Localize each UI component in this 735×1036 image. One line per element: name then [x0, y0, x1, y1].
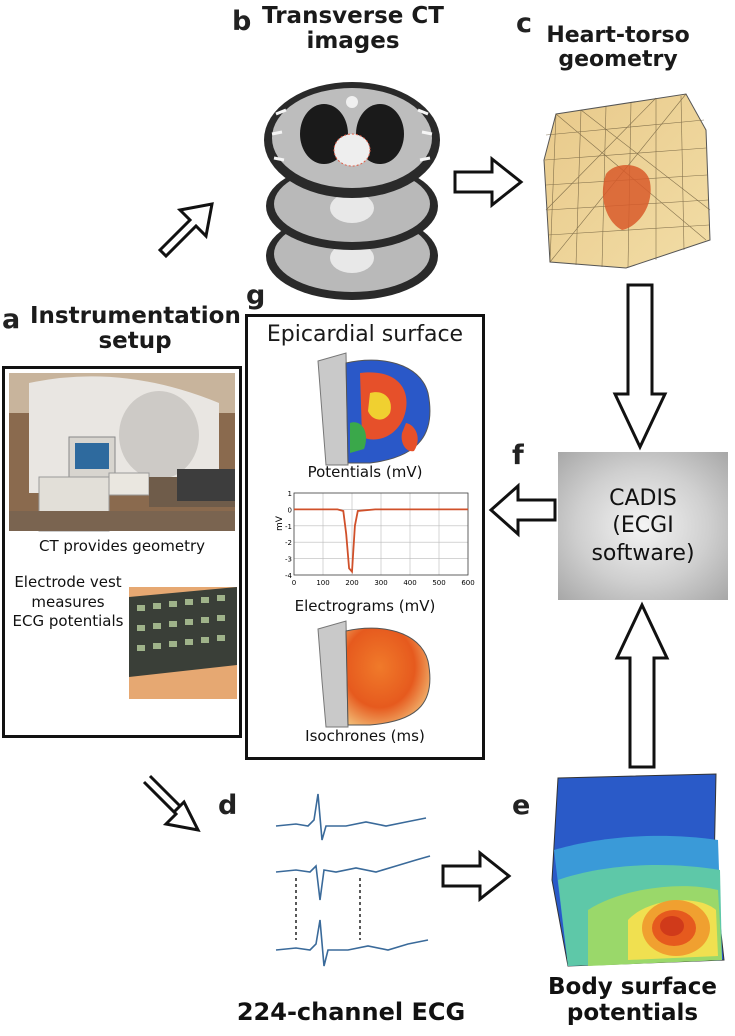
panel-g-sub2: Electrograms (mV): [294, 597, 436, 615]
ecg-traces-image: [275, 793, 431, 967]
electrogram-ytick-label: -1: [285, 523, 292, 531]
panel-e-caption: Body surface potentials: [530, 974, 735, 1027]
panel-a-title-line2: setup: [98, 328, 172, 355]
arrow-f-to-g: [488, 482, 557, 538]
panel-a-photo2-caption-line3: ECG potentials: [12, 612, 124, 630]
electrogram-xtick-label: 0: [292, 579, 296, 587]
panel-g-title: Epicardial surface: [266, 322, 464, 347]
panel-a-photo2-caption: Electrode vest measures ECG potentials: [5, 573, 131, 632]
panel-a-title: Instrumentation setup: [30, 303, 241, 355]
panel-g-box: Epicardial surface Potentials (mV) 1 0 -1 -…: [245, 314, 485, 760]
panel-letter-f: f: [512, 440, 524, 471]
ct-slice-top: [264, 82, 440, 198]
arrow-b-to-c: [453, 155, 524, 209]
cadis-line2: (ECGI: [612, 513, 674, 539]
panel-letter-a: a: [2, 304, 21, 335]
electrogram-xtick-label: 200: [345, 579, 358, 587]
epicardial-potentials-map: [317, 352, 431, 466]
panel-letter-d: d: [218, 790, 238, 821]
cadis-software-box: CADIS (ECGI software): [558, 452, 728, 600]
panel-a-photo2-caption-line1: Electrode vest: [14, 573, 122, 591]
ct-slices-image: [264, 82, 440, 300]
body-surface-potential-map: [551, 773, 725, 967]
heart-torso-mesh-image: [543, 93, 711, 269]
electrogram-xtick-label: 300: [374, 579, 387, 587]
panel-b-title-line2: images: [306, 28, 400, 55]
panel-d-caption: 224-channel ECG: [236, 998, 466, 1026]
panel-a-photo2-caption-line2: measures: [31, 592, 105, 611]
panel-b-title-line1: Transverse CT: [262, 3, 444, 29]
panel-e-caption-line2: potentials: [566, 1000, 699, 1027]
arrow-e-to-f: [614, 601, 670, 769]
panel-a-box: CT provides geometry Electrode vest meas…: [2, 366, 242, 738]
arrow-d-to-e: [441, 849, 512, 903]
electrogram-ylabel: mV: [275, 515, 285, 531]
arrow-c-to-f: [612, 283, 668, 451]
arrow-a-to-d: [142, 774, 201, 833]
panel-c-title: Heart-torso geometry: [538, 23, 698, 73]
panel-a-title-line1: Instrumentation: [30, 303, 241, 329]
electrogram-xtick-label: 500: [432, 579, 445, 587]
electrogram-trace: [294, 508, 468, 574]
panel-a-photo1-caption: CT provides geometry: [38, 537, 205, 555]
panel-letter-g: g: [246, 280, 266, 311]
electrogram-ytick-label: -3: [285, 556, 292, 564]
electrogram-ytick-label: 0: [288, 506, 292, 514]
electrogram-ytick-label: 1: [288, 490, 292, 498]
panel-b-title: Transverse CT images: [258, 3, 448, 55]
epicardial-isochrones-map: [317, 620, 431, 728]
panel-c-title-line1: Heart-torso: [546, 23, 690, 48]
panel-c-title-line2: geometry: [558, 47, 678, 73]
ct-scanner-photo: [9, 373, 235, 532]
panel-e-caption-line1: Body surface: [548, 974, 717, 1000]
panel-letter-b: b: [232, 6, 252, 37]
panel-letter-c: c: [516, 8, 533, 39]
cadis-line3: software): [591, 540, 695, 566]
electrogram-frame: [293, 492, 469, 576]
electrogram-grid: [293, 492, 469, 576]
electrogram-xtick-label: 400: [403, 579, 416, 587]
panel-letter-e: e: [512, 790, 531, 821]
electrogram-xtick-label: 600: [461, 579, 474, 587]
cadis-line1: CADIS: [609, 485, 677, 511]
electrogram-xtick-label: 100: [316, 579, 329, 587]
panel-g-sub3: Isochrones (ms): [305, 727, 425, 745]
electrogram-ytick-label: -2: [285, 539, 292, 547]
panel-g-sub1: Potentials (mV): [307, 463, 423, 481]
arrow-a-to-b: [157, 202, 214, 259]
electrogram-ytick-label: -4: [285, 572, 293, 580]
electrode-vest-photo: [129, 587, 237, 699]
